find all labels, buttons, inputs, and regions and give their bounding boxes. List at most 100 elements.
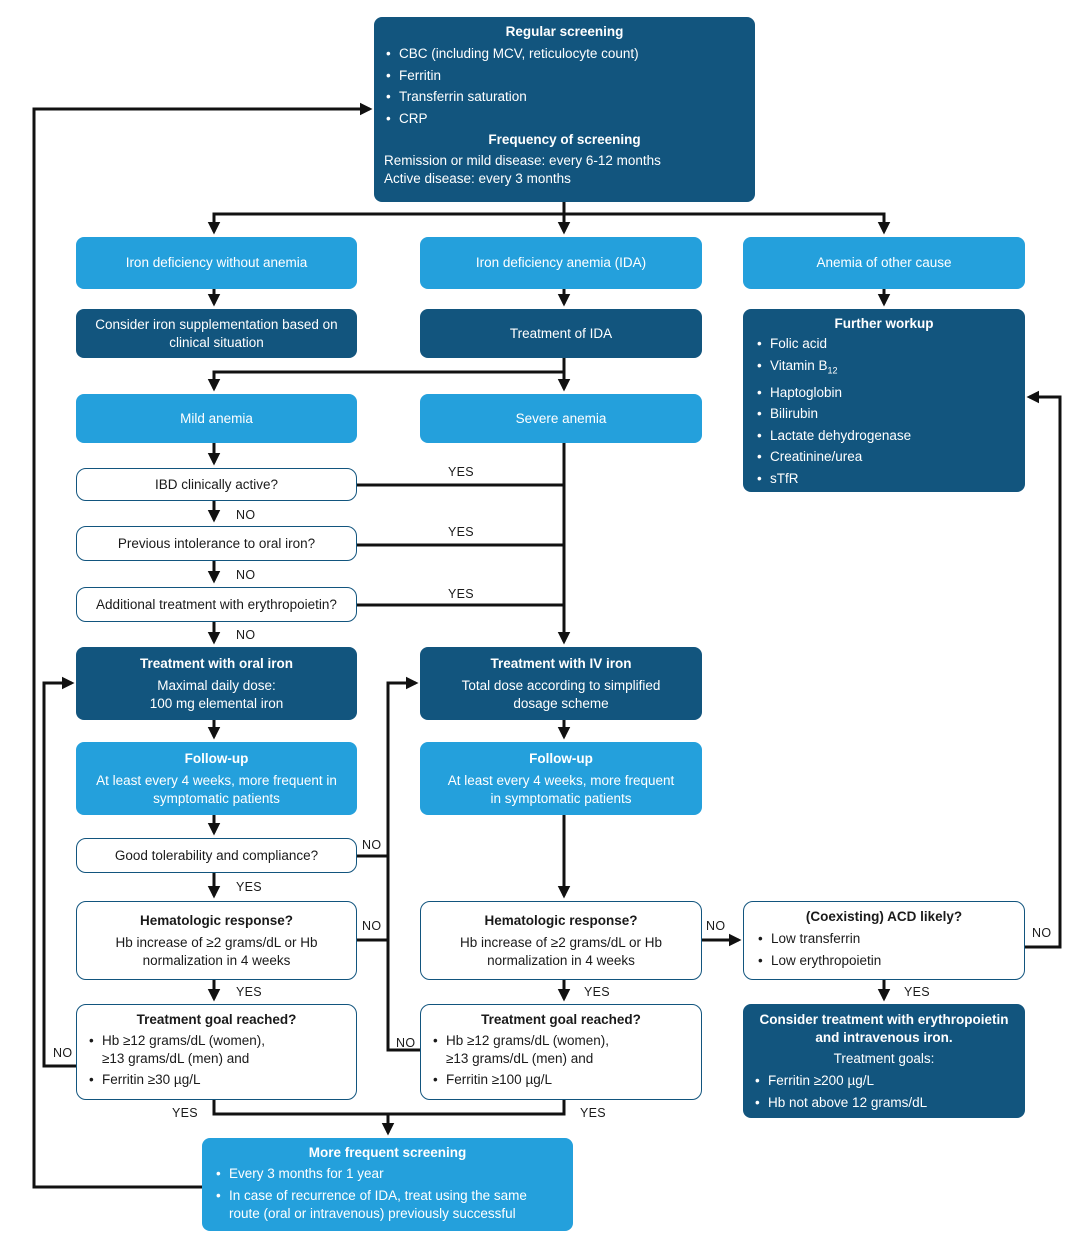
no-label: NO	[236, 628, 256, 642]
yes-label: YES	[236, 880, 262, 894]
consider-epo-list: Ferritin ≥200 µg/L Hb not above 12 grams…	[755, 1070, 1013, 1113]
yes-label: YES	[448, 587, 474, 601]
workup-item: Bilirubin	[757, 403, 1011, 425]
branch-no-anemia: Iron deficiency without anemia	[76, 237, 357, 289]
oral-iron-line: 100 mg elemental iron	[149, 695, 284, 711]
no-label: NO	[1032, 926, 1052, 940]
branch-ida: Iron deficiency anemia (IDA)	[420, 237, 702, 289]
no-label: NO	[53, 1046, 73, 1060]
followup-title: Follow-up	[529, 750, 593, 766]
screening-item: CBC (including MCV, reticulocyte count)	[386, 43, 745, 65]
regular-screening-box: Regular screening CBC (including MCV, re…	[374, 17, 755, 202]
acd-list: Low transferrin Low erythropoietin	[758, 928, 1010, 971]
acd-likely-box: (Coexisting) ACD likely? Low transferrin…	[743, 901, 1025, 980]
question-erythropoietin: Additional treatment with erythropoietin…	[76, 587, 357, 622]
branch-other-cause: Anemia of other cause	[743, 237, 1025, 289]
iv-iron-line: Total dose according to simplified	[461, 677, 661, 693]
yes-label: YES	[448, 465, 474, 479]
goal-right-box: Treatment goal reached? Hb ≥12 grams/dL …	[420, 1004, 702, 1100]
followup-oral-box: Follow-up At least every 4 weeks, more f…	[76, 742, 357, 815]
goal-title: Treatment goal reached?	[481, 1012, 641, 1027]
followup-line: At least every 4 weeks, more frequent in	[96, 772, 337, 788]
further-workup-list: Folic acid Vitamin B12 Haptoglobin Bilir…	[757, 333, 1011, 489]
workup-item-text: Vitamin B	[770, 357, 828, 373]
followup-title: Follow-up	[184, 750, 249, 766]
hematologic-title: Hematologic response?	[139, 912, 294, 928]
oral-iron-line: Maximal daily dose:	[157, 677, 276, 693]
more-screening-title: More frequent screening	[308, 1145, 467, 1160]
treatment-ida-box: Treatment of IDA	[420, 309, 702, 358]
more-screening-item: In case of recurrence of IDA, treat usin…	[216, 1187, 559, 1223]
goal-list: Hb ≥12 grams/dL (women), ≥13 grams/dL (m…	[433, 1032, 689, 1089]
oral-iron-title: Treatment with oral iron	[139, 655, 294, 671]
further-workup-box: Further workup Folic acid Vitamin B12 Ha…	[743, 309, 1025, 492]
acd-item: Low erythropoietin	[758, 950, 1010, 972]
followup-iv-box: Follow-up At least every 4 weeks, more f…	[420, 742, 702, 815]
workup-item: Vitamin B12	[757, 355, 1011, 382]
followup-line: symptomatic patients	[153, 790, 280, 806]
hematologic-line: normalization in 4 weeks	[487, 952, 635, 968]
oral-iron-box: Treatment with oral iron Maximal daily d…	[76, 647, 357, 720]
screening-item: Transferrin saturation	[386, 86, 745, 108]
hematologic-line: Hb increase of ≥2 grams/dL or Hb	[460, 934, 662, 950]
consider-supplementation-box: Consider iron supplementation based on c…	[76, 309, 357, 358]
goal-item: Hb ≥12 grams/dL (women), ≥13 grams/dL (m…	[89, 1032, 344, 1068]
acd-item: Low transferrin	[758, 928, 1010, 950]
more-screening-list: Every 3 months for 1 year In case of rec…	[216, 1165, 559, 1223]
frequency-line: Active disease: every 3 months	[384, 171, 571, 186]
hematologic-left-box: Hematologic response? Hb increase of ≥2 …	[76, 901, 357, 980]
hematologic-right-box: Hematologic response? Hb increase of ≥2 …	[420, 901, 702, 980]
hematologic-line: Hb increase of ≥2 grams/dL or Hb	[115, 934, 318, 950]
treatment-goals-title: Treatment goals:	[833, 1051, 935, 1066]
hematologic-line: normalization in 4 weeks	[142, 952, 291, 968]
workup-item: Haptoglobin	[757, 382, 1011, 404]
frequency-title: Frequency of screening	[488, 132, 641, 147]
no-label: NO	[362, 838, 382, 852]
yes-label: YES	[584, 985, 610, 999]
hematologic-title: Hematologic response?	[484, 912, 638, 928]
workup-item: Creatinine/urea	[757, 446, 1011, 468]
no-label: NO	[396, 1036, 416, 1050]
goal-item: Ferritin ≥30 µg/L	[89, 1071, 344, 1089]
more-screening-item: Every 3 months for 1 year	[216, 1165, 559, 1183]
yes-label: YES	[236, 985, 262, 999]
screening-item: Ferritin	[386, 65, 745, 87]
no-label: NO	[362, 919, 382, 933]
goal-item: Hb ≥12 grams/dL (women), ≥13 grams/dL (m…	[433, 1032, 689, 1068]
yes-label: YES	[448, 525, 474, 539]
iv-iron-line: dosage scheme	[513, 695, 609, 711]
question-ibd-active: IBD clinically active?	[76, 468, 357, 501]
screening-item: CRP	[386, 108, 745, 130]
yes-label: YES	[172, 1106, 198, 1120]
screening-title: Regular screening	[505, 24, 624, 39]
screening-list: CBC (including MCV, reticulocyte count) …	[386, 43, 745, 129]
severe-anemia-box: Severe anemia	[420, 394, 702, 443]
iv-iron-box: Treatment with IV iron Total dose accord…	[420, 647, 702, 720]
workup-item: Folic acid	[757, 333, 1011, 355]
question-tolerability: Good tolerability and compliance?	[76, 838, 357, 873]
goal-left-box: Treatment goal reached? Hb ≥12 grams/dL …	[76, 1004, 357, 1100]
no-label: NO	[236, 508, 256, 522]
yes-label: YES	[580, 1106, 606, 1120]
iv-iron-title: Treatment with IV iron	[490, 655, 632, 671]
no-label: NO	[236, 568, 256, 582]
goal-title: Treatment goal reached?	[136, 1012, 297, 1027]
goal-item: Ferritin ≥100 µg/L	[433, 1071, 689, 1089]
acd-title: (Coexisting) ACD likely?	[805, 909, 963, 924]
followup-line: At least every 4 weeks, more frequent	[447, 772, 675, 788]
question-oral-intolerance: Previous intolerance to oral iron?	[76, 526, 357, 561]
workup-item: sTfR	[757, 468, 1011, 490]
more-frequent-screening-box: More frequent screening Every 3 months f…	[202, 1138, 573, 1231]
no-label: NO	[706, 919, 726, 933]
b12-subscript: 12	[827, 365, 838, 376]
workup-item: Lactate dehydrogenase	[757, 425, 1011, 447]
consider-epo-title: Consider treatment with erythropoietin a…	[759, 1012, 1009, 1045]
consider-epo-box: Consider treatment with erythropoietin a…	[743, 1004, 1025, 1118]
mild-anemia-box: Mild anemia	[76, 394, 357, 443]
consider-epo-item: Ferritin ≥200 µg/L	[755, 1070, 1013, 1092]
consider-epo-item: Hb not above 12 grams/dL	[755, 1092, 1013, 1114]
frequency-line: Remission or mild disease: every 6-12 mo…	[384, 153, 661, 168]
goal-list: Hb ≥12 grams/dL (women), ≥13 grams/dL (m…	[89, 1032, 344, 1089]
further-workup-title: Further workup	[834, 316, 934, 331]
